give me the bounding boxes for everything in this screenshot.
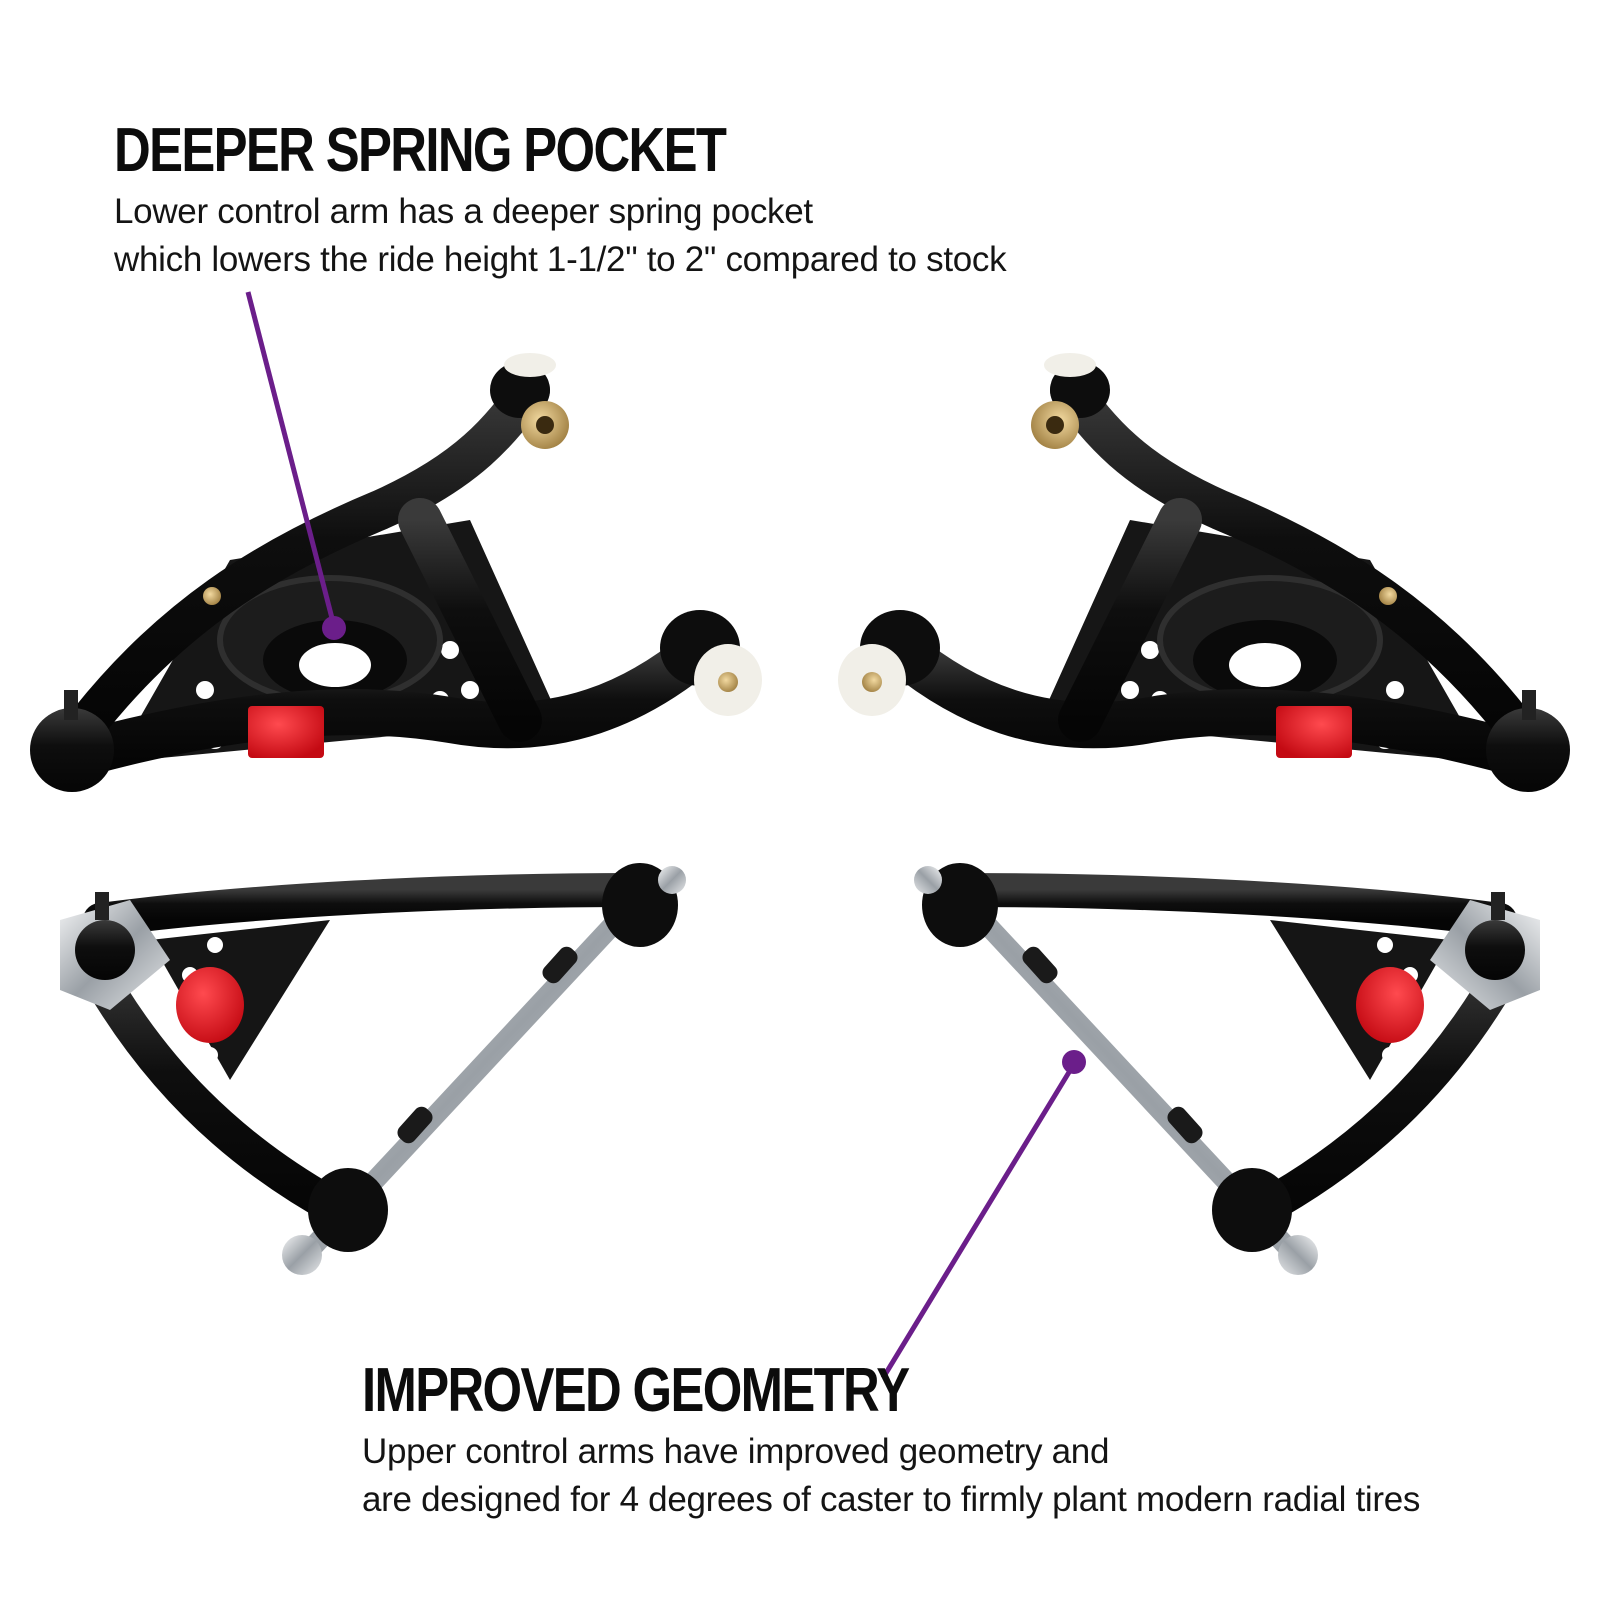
callout-deeper-spring-pocket: DEEPER SPRING POCKET Lower control arm h… — [114, 116, 1007, 284]
leader-line-geometry — [880, 1050, 1086, 1380]
callout-title: IMPROVED GEOMETRY — [362, 1356, 910, 1425]
leader-line-spring-pocket — [245, 291, 346, 640]
upper-control-arm-left — [60, 863, 686, 1275]
callout-description: Lower control arm has a deeper spring po… — [114, 188, 1007, 284]
callout-line: are designed for 4 degrees of caster to … — [362, 1480, 1421, 1519]
lower-control-arm-right — [838, 353, 1570, 792]
callout-improved-geometry: IMPROVED GEOMETRY Upper control arms hav… — [362, 1360, 1420, 1524]
callout-description: Upper control arms have improved geometr… — [362, 1428, 1420, 1524]
upper-control-arm-right — [914, 863, 1540, 1275]
callout-line: Lower control arm has a deeper spring po… — [114, 192, 813, 231]
callout-line: Upper control arms have improved geometr… — [362, 1432, 1110, 1471]
callout-line: which lowers the ride height 1-1/2" to 2… — [114, 240, 1007, 279]
callout-title: DEEPER SPRING POCKET — [114, 116, 727, 185]
lower-control-arm-left — [30, 353, 762, 792]
